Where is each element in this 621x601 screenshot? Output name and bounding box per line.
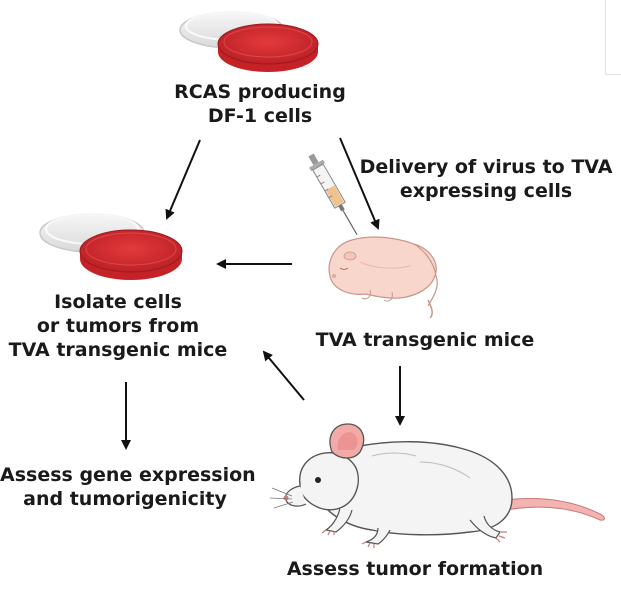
syringe-icon	[308, 153, 358, 235]
petri-dish-icon	[179, 11, 319, 72]
label-delivery-of-virus: Delivery of virus to TVA expressing cell…	[352, 155, 620, 203]
label-line: Isolate cells	[54, 291, 182, 313]
frame-corner	[605, 0, 621, 75]
label-line: RCAS producing	[174, 81, 346, 103]
petri-dish-icon	[39, 213, 183, 280]
label-line: TVA transgenic mice	[8, 339, 228, 361]
label-line: Assess gene expression	[0, 464, 256, 486]
label-line: or tumors from	[36, 315, 200, 337]
label-line: TVA transgenic mice	[315, 329, 535, 351]
label-line: DF-1 cells	[207, 105, 313, 127]
label-line: expressing cells	[399, 180, 573, 202]
label-line: and tumorigenicity	[23, 488, 227, 510]
arrow-rcas-to-pup	[339, 137, 380, 230]
label-line: Delivery of virus to TVA	[359, 156, 613, 178]
label-rcas-producing-cells: RCAS producing DF-1 cells	[160, 80, 360, 128]
arrow-mouse-to-isolate	[262, 350, 305, 401]
adult-mouse-icon	[269, 423, 605, 548]
arrow-rcas-to-isolate	[165, 139, 201, 220]
label-isolate-cells: Isolate cells or tumors from TVA transge…	[0, 290, 236, 362]
newborn-mouse-icon	[328, 236, 438, 319]
label-assess-gene-expression: Assess gene expression and tumorigenicit…	[0, 463, 256, 511]
label-assess-tumor-formation: Assess tumor formation	[270, 557, 560, 581]
label-tva-transgenic-mice: TVA transgenic mice	[310, 328, 540, 352]
label-line: Assess tumor formation	[286, 558, 544, 580]
